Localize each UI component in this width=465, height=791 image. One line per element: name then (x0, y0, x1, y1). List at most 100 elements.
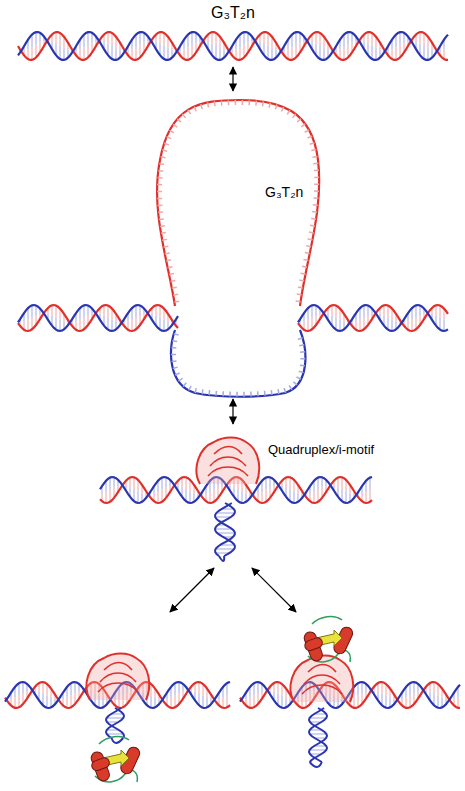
base-pair (227, 683, 228, 695)
base-tick (159, 163, 164, 165)
base-pair (290, 477, 291, 489)
quadruplex-tetrad (208, 467, 248, 476)
base-pair (384, 305, 385, 315)
state-label: Quadruplex/i-motif (268, 443, 374, 458)
base-pair (410, 683, 411, 695)
base-tick (305, 130, 309, 132)
base-pair (364, 305, 365, 317)
base-tick (305, 253, 310, 254)
base-tick (301, 272, 306, 274)
base-pair (71, 695, 72, 707)
base-pair (158, 492, 159, 503)
base-tick (300, 364, 305, 366)
quadruplex-tetrad (302, 685, 342, 694)
base-pair (175, 695, 176, 707)
base-pair (112, 46, 113, 59)
base-pair (162, 478, 163, 490)
base-pair (320, 46, 321, 59)
base-tick (164, 143, 169, 145)
base-tick (175, 373, 180, 375)
base-pair (268, 33, 269, 46)
base-pair (324, 48, 325, 60)
base-tick (166, 260, 171, 261)
base-tick (300, 358, 305, 360)
base-pair (110, 490, 111, 502)
base-pair (56, 32, 57, 44)
strand-blue (215, 503, 235, 556)
base-pair (136, 47, 137, 60)
base-pair (151, 696, 152, 708)
base-pair (354, 697, 355, 707)
base-pair (216, 46, 217, 59)
base-pair (220, 48, 221, 60)
base-pair (164, 33, 165, 46)
base-pair (140, 32, 141, 45)
strand-red (18, 32, 448, 60)
base-tick (228, 100, 230, 105)
base-pair (362, 682, 363, 693)
base-tick (178, 378, 182, 381)
base-tick (165, 252, 170, 254)
base-tick (262, 102, 264, 107)
branch-arrow (252, 568, 296, 612)
base-pair (388, 318, 389, 330)
base-tick (311, 150, 316, 151)
base-tick (308, 238, 313, 240)
base-pair (107, 718, 124, 719)
base-pair (80, 320, 81, 331)
hairpin-loop (112, 738, 124, 743)
base-pair (160, 306, 161, 318)
strand-blue (18, 305, 178, 331)
base-tick (300, 351, 305, 353)
base-pair (175, 683, 176, 695)
duplex-state (18, 32, 448, 60)
base-tick (313, 163, 318, 165)
base-pair (28, 320, 29, 331)
base-pair (292, 47, 293, 60)
base-tick (208, 390, 210, 395)
base-tick (162, 239, 167, 241)
base-tick (314, 197, 319, 199)
base-pair (104, 305, 105, 315)
base-pair (296, 32, 297, 45)
base-pair (186, 477, 187, 489)
base-pair (168, 48, 169, 60)
protein-helix (90, 756, 110, 772)
quadruplex-outline (86, 654, 149, 701)
base-tick (189, 386, 191, 390)
state-panel: Quadruplex/i-motif (100, 425, 390, 565)
base-tick (307, 136, 312, 138)
base-tick (169, 130, 173, 132)
base-tick (242, 100, 244, 105)
base-tick (159, 218, 164, 220)
base-pair (318, 490, 319, 502)
quadruplex (196, 438, 259, 485)
base-pair (199, 682, 200, 694)
base-tick (173, 124, 177, 127)
strand-blue (215, 503, 235, 556)
protein-helix (303, 636, 323, 652)
base-tick (162, 150, 167, 151)
transition-arrow (232, 399, 233, 424)
base-pair (108, 32, 109, 44)
base-tick (169, 274, 174, 275)
base-pair (412, 320, 413, 331)
base-pair (382, 682, 383, 694)
protein-bound-quadruplex-state (240, 617, 460, 767)
base-pair (386, 696, 387, 708)
base-pair (23, 682, 24, 693)
base-pair (160, 318, 161, 330)
base-tick (236, 392, 238, 397)
base-tick (303, 259, 308, 260)
base-pair (216, 33, 217, 46)
base-pair (344, 47, 345, 60)
base-pair (216, 549, 235, 550)
base-tick (157, 198, 162, 200)
base-tick (201, 389, 203, 394)
base-pair (440, 306, 441, 318)
base-pair (342, 477, 343, 489)
base-tick (248, 100, 250, 105)
base-tick (264, 391, 266, 396)
